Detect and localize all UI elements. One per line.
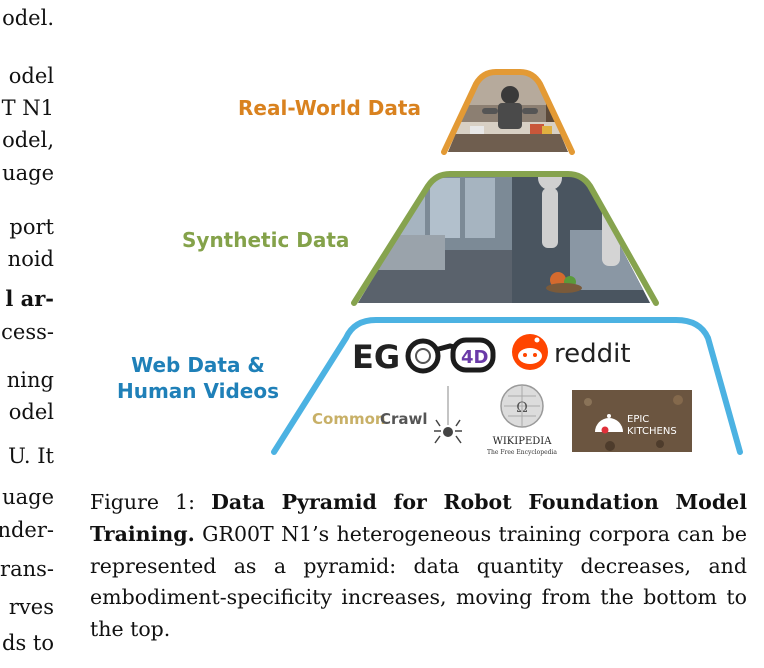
text-fragment: odel xyxy=(8,64,54,88)
epic-text-line1: EPIC xyxy=(627,414,649,425)
text-fragment: ds to xyxy=(2,631,54,655)
ego4d-logo: EG 4D xyxy=(352,337,496,376)
text-fragment: rans- xyxy=(0,557,54,581)
previous-column-text: odel. odel T N1 odel, uage port noid l a… xyxy=(0,0,60,668)
text-fragment: uage xyxy=(2,161,54,185)
text-fragment: port xyxy=(9,215,54,239)
wikipedia-logo: Ω WIKIPEDIA The Free Encyclopedia xyxy=(487,384,557,456)
web-label-line1: Web Data & xyxy=(131,353,265,377)
epic-text-line2: KITCHENS xyxy=(627,426,677,437)
text-fragment: U. It xyxy=(8,444,54,468)
text-fragment: odel, xyxy=(2,128,54,152)
synthetic-label: Synthetic Data xyxy=(182,228,350,252)
text-fragment: T N1 xyxy=(1,96,54,120)
ego4d-text-right: 4D xyxy=(461,347,488,368)
web-outline xyxy=(271,317,743,455)
reddit-text: reddit xyxy=(554,339,631,369)
caption-prefix: Figure 1: xyxy=(90,490,212,514)
text-fragment: ning xyxy=(6,368,54,392)
figure-caption: Figure 1: Data Pyramid for Robot Foundat… xyxy=(90,487,747,646)
web-label: Web Data & Human Videos xyxy=(112,352,284,404)
epic-kitchens-logo: EPIC KITCHENS xyxy=(572,390,692,452)
text-fragment: cess- xyxy=(1,320,54,344)
commoncrawl-logo: Common Crawl xyxy=(312,386,462,444)
text-fragment: noid xyxy=(7,247,54,271)
real-world-outline xyxy=(441,69,575,155)
text-fragment: odel. xyxy=(2,6,54,30)
data-pyramid-figure: EG 4D reddit Common Crawl xyxy=(90,60,750,460)
commoncrawl-text-a: Common xyxy=(312,410,386,428)
text-fragment: uage xyxy=(2,485,54,509)
wikipedia-title: WIKIPEDIA xyxy=(493,436,553,447)
reddit-logo: reddit xyxy=(512,334,631,370)
synthetic-outline xyxy=(351,171,659,306)
pyramid-graphic: EG 4D reddit Common Crawl xyxy=(271,69,743,456)
text-fragment: odel xyxy=(8,400,54,424)
real-world-label: Real-World Data xyxy=(238,96,421,120)
text-fragment: rves xyxy=(8,595,54,619)
wikipedia-subtitle: The Free Encyclopedia xyxy=(487,449,557,456)
text-fragment: nder- xyxy=(0,518,54,542)
ego4d-text-left: EG xyxy=(352,338,400,376)
caption-body: GR00T N1’s heterogeneous training corpor… xyxy=(90,521,747,642)
commoncrawl-text-b: Crawl xyxy=(380,410,428,428)
svg-text:Ω: Ω xyxy=(516,400,528,416)
caption-title: Data Pyramid for Robot Foundation Model … xyxy=(90,490,747,546)
web-label-line2: Human Videos xyxy=(116,379,280,403)
text-fragment: l ar- xyxy=(5,286,54,311)
